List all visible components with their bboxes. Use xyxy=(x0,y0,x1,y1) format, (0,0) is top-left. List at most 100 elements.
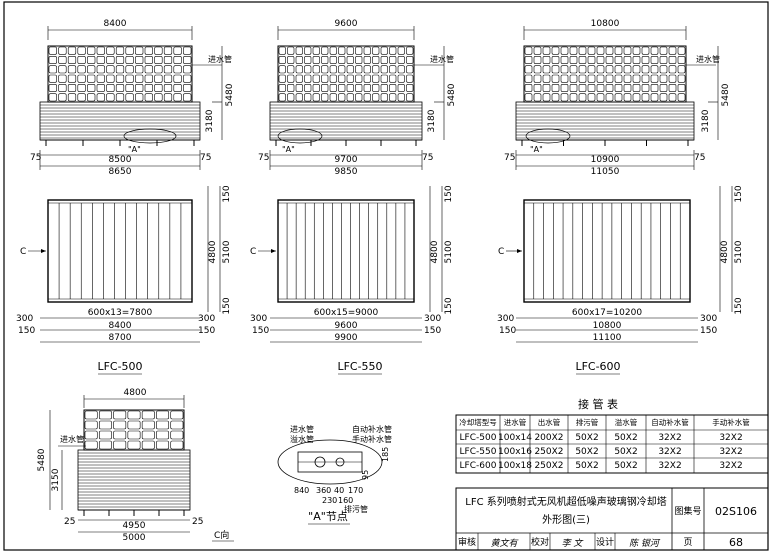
table-cell: 250X2 xyxy=(534,461,563,471)
plan-panels xyxy=(524,202,690,300)
elev-width-dim: 8400 xyxy=(104,19,127,29)
table-cell: 100x14 xyxy=(498,433,532,443)
review-label: 审核 xyxy=(458,536,476,548)
elev-lower-dim: 3180 xyxy=(205,109,215,132)
model-label: LFC-500 xyxy=(97,360,142,373)
table-cell: 50X2 xyxy=(575,461,598,471)
fill-grid xyxy=(47,45,193,103)
plan-bottom-edge: 150 xyxy=(734,297,744,314)
plan-span-dim: 600x17=10200 xyxy=(572,308,642,318)
table-cell: LFC-600 xyxy=(460,461,497,471)
louver-section xyxy=(77,449,191,516)
table-cell: 50X2 xyxy=(575,433,598,443)
elev-width-dim: 10800 xyxy=(591,19,620,29)
plan-edge-right: 150 xyxy=(700,326,717,336)
fill-grid xyxy=(83,409,185,451)
table-cell: 100x18 xyxy=(498,461,532,471)
inlet-pipe-label: 进水管 xyxy=(60,434,84,444)
atlas-number: 02S106 xyxy=(715,505,757,518)
plan-height-inner: 4800 xyxy=(720,240,730,263)
side-total-dim: 5000 xyxy=(123,533,146,543)
side-inner-dim: 4950 xyxy=(123,521,146,531)
sheet-border xyxy=(3,1,769,551)
detail-dim-7: 185 xyxy=(381,447,390,462)
louver-section xyxy=(269,101,423,146)
table-header-cell: 溢水管 xyxy=(615,417,638,427)
elev-width-dim: 9600 xyxy=(335,19,358,29)
table-cell: 32X2 xyxy=(658,461,681,471)
table-cell: 200X2 xyxy=(534,433,563,443)
view-lfc-500: 8400 进水管 5480 3180 "A" 75 75 8500 8650 C xyxy=(16,19,235,375)
table-cell: 100x16 xyxy=(498,447,532,457)
side-width-dim: 4800 xyxy=(124,388,147,398)
model-label: LFC-550 xyxy=(337,360,382,373)
inlet-pipe-label: 进水管 xyxy=(430,54,454,64)
base-edge-left: 75 xyxy=(504,153,515,163)
elev-lower-dim: 3180 xyxy=(701,109,711,132)
louver-section xyxy=(39,101,201,146)
plan-width-total: 9900 xyxy=(335,333,358,343)
plan-margin-left: 300 xyxy=(250,314,267,324)
plan-width-total: 11100 xyxy=(593,333,622,343)
side-view-c: 4800 进水管 5480 3150 25 25 4950 5000 C向 xyxy=(37,388,234,543)
detail-a: 进水管 溢水管 自动补水管 手动补水管 排污管 840 360 40 170 2… xyxy=(277,424,392,525)
detail-label-1: 溢水管 xyxy=(290,434,314,444)
table-cell: 250X2 xyxy=(534,447,563,457)
base-inner-dim: 9700 xyxy=(335,155,358,165)
plan-height-inner: 4800 xyxy=(430,240,440,263)
plan-edge-left: 150 xyxy=(252,326,269,336)
table-header-cell: 进水管 xyxy=(504,417,527,427)
table-cell: 32X2 xyxy=(719,433,742,443)
check-label: 校对 xyxy=(531,536,549,548)
table-header-cell: 自动补水管 xyxy=(651,417,689,427)
plan-margin-left: 300 xyxy=(16,314,33,324)
detail-dim-4: 230 xyxy=(322,496,337,505)
plan-bottom-edge: 150 xyxy=(222,297,232,314)
page-label: 页 xyxy=(683,537,692,548)
model-label: LFC-600 xyxy=(575,360,620,373)
table-cell: 50X2 xyxy=(614,461,637,471)
elev-height-dim: 5480 xyxy=(721,83,731,106)
base-edge-right: 75 xyxy=(422,153,433,163)
drawing-title-line2: 外形图(三) xyxy=(542,514,590,526)
detail-dim-6: 95 xyxy=(361,470,370,480)
table-header-cell: 出水管 xyxy=(538,417,561,427)
plan-height-total: 5100 xyxy=(222,240,232,263)
elev-lower-dim: 3180 xyxy=(427,109,437,132)
detail-dim-1: 360 xyxy=(316,486,331,495)
view-c-arrow: C xyxy=(498,247,504,257)
detail-a-marker: "A" xyxy=(530,145,543,154)
table-cell: 50X2 xyxy=(614,447,637,457)
plan-width-total: 8700 xyxy=(109,333,132,343)
plan-top-edge: 150 xyxy=(444,185,454,202)
plan-panels xyxy=(278,202,414,300)
plan-top-edge: 150 xyxy=(222,185,232,202)
plan-edge-left: 150 xyxy=(18,326,35,336)
drawing-title-line1: LFC 系列喷射式无风机超低噪声玻璃钢冷却塔 xyxy=(465,495,666,508)
fill-grid xyxy=(523,45,687,103)
detail-dim-2: 40 xyxy=(334,486,344,495)
louver-section xyxy=(515,101,695,146)
plan-top-edge: 150 xyxy=(734,185,744,202)
elev-height-dim: 5480 xyxy=(447,83,457,106)
plan-margin-left: 300 xyxy=(497,314,514,324)
base-total-dim: 9850 xyxy=(335,167,358,177)
detail-label-4: 排污管 xyxy=(344,504,368,514)
base-edge-left: 75 xyxy=(258,153,269,163)
inlet-pipe-label: 进水管 xyxy=(696,54,720,64)
detail-title: "A"节点 xyxy=(308,510,348,523)
pipe-table: 接 管 表 冷却塔型号进水管出水管排污管溢水管自动补水管手动补水管LFC-500… xyxy=(455,397,769,474)
table-header-cell: 手动补水管 xyxy=(712,417,750,427)
side-view-label: C向 xyxy=(214,529,229,541)
reviewer-signature: 黄文有 xyxy=(490,538,519,549)
plan-panels xyxy=(48,202,192,300)
table-header-cell: 冷却塔型号 xyxy=(459,417,497,427)
base-edge-right: 75 xyxy=(694,153,705,163)
plan-edge-right: 150 xyxy=(198,326,215,336)
plan-width-inner: 8400 xyxy=(109,321,132,331)
plan-edge-left: 150 xyxy=(499,326,516,336)
detail-label-2: 自动补水管 xyxy=(352,424,392,434)
detail-dim-0: 840 xyxy=(294,486,309,495)
table-header-cell: 排污管 xyxy=(576,417,599,427)
